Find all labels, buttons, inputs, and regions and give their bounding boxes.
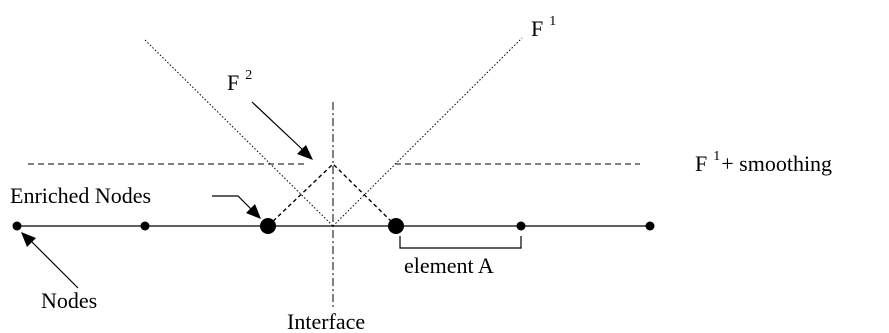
f1-right-branch — [332, 37, 523, 227]
enriched-nodes-leader — [212, 195, 253, 211]
f2-arrow-shaft — [251, 101, 304, 151]
f2-superscript: 2 — [245, 68, 252, 83]
smoothing-rest: + smoothing — [721, 151, 832, 176]
element-a-bracket — [399, 236, 522, 249]
interface-label: Interface — [287, 309, 365, 333]
smoothing-superscript: 1 — [713, 149, 720, 164]
enriched-node-2 — [388, 218, 404, 234]
f1-left-branch — [144, 39, 334, 227]
enriched-nodes-arrow-head — [246, 204, 261, 219]
node-3 — [516, 221, 526, 231]
element-a-label: element A — [404, 253, 494, 278]
enriched-node-1 — [260, 218, 276, 234]
nodes-arrow-head — [21, 232, 36, 247]
f2-hat-function — [267, 163, 397, 227]
node-2 — [140, 221, 150, 231]
f2-arrow-head — [297, 145, 313, 160]
nodes-label: Nodes — [41, 288, 97, 313]
enriched-nodes-label: Enriched Nodes — [10, 183, 151, 208]
f1-superscript: 1 — [549, 14, 556, 29]
node-4 — [645, 221, 655, 231]
node-1 — [12, 221, 22, 231]
nodes-arrow-shaft — [29, 239, 79, 289]
